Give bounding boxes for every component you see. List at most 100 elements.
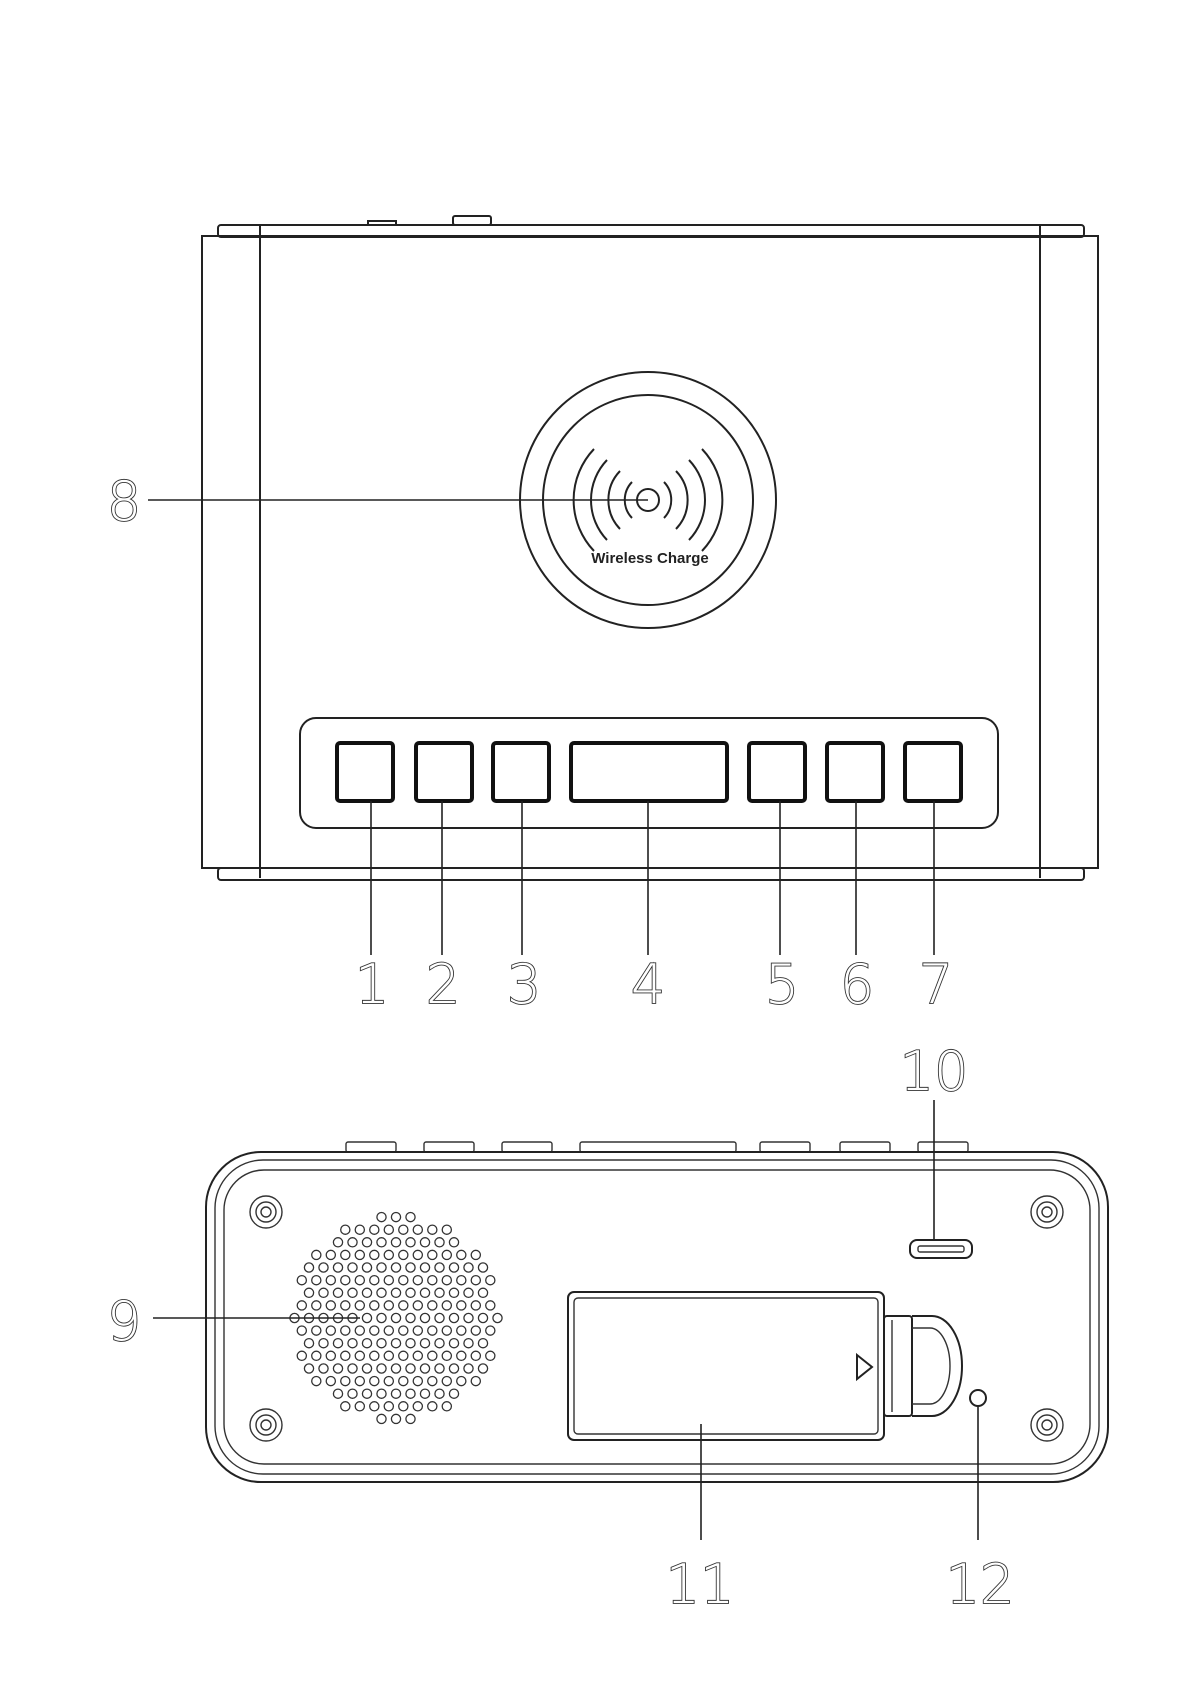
grille-hole xyxy=(377,1339,386,1348)
grille-hole xyxy=(326,1351,335,1360)
grille-hole xyxy=(457,1351,466,1360)
grille-hole xyxy=(348,1238,357,1247)
grille-hole xyxy=(406,1288,415,1297)
grille-hole xyxy=(457,1326,466,1335)
grille-hole xyxy=(406,1313,415,1322)
micro-usb-port[interactable] xyxy=(910,1240,972,1258)
cover-latch[interactable] xyxy=(884,1316,962,1416)
grille-hole xyxy=(355,1377,364,1386)
button-3[interactable] xyxy=(493,743,549,801)
grille-hole xyxy=(457,1276,466,1285)
button-4[interactable] xyxy=(571,743,727,801)
grille-hole xyxy=(348,1389,357,1398)
grille-hole xyxy=(297,1301,306,1310)
callout-3: 3 xyxy=(507,953,541,1016)
grille-hole xyxy=(391,1414,400,1423)
bottom-view xyxy=(153,1100,1108,1540)
button-6[interactable] xyxy=(827,743,883,801)
top-bump-right xyxy=(453,216,491,225)
grille-hole xyxy=(304,1364,313,1373)
edge-tab-5 xyxy=(760,1142,810,1152)
grille-hole xyxy=(486,1326,495,1335)
grille-hole xyxy=(377,1263,386,1272)
grille-hole xyxy=(355,1225,364,1234)
grille-hole xyxy=(435,1288,444,1297)
grille-hole xyxy=(442,1351,451,1360)
top-view: Wireless Charge xyxy=(148,216,1098,955)
grille-hole xyxy=(319,1288,328,1297)
button-1[interactable] xyxy=(337,743,393,801)
bottom-edge-strip xyxy=(218,868,1084,880)
grille-hole xyxy=(449,1339,458,1348)
callout-7: 7 xyxy=(919,953,953,1016)
grille-hole xyxy=(384,1301,393,1310)
grille-hole xyxy=(348,1263,357,1272)
grille-hole xyxy=(391,1364,400,1373)
grille-hole xyxy=(428,1402,437,1411)
reset-hole[interactable] xyxy=(970,1390,986,1406)
grille-hole xyxy=(297,1326,306,1335)
grille-hole xyxy=(457,1250,466,1259)
grille-hole xyxy=(370,1402,379,1411)
grille-hole xyxy=(377,1389,386,1398)
grille-hole xyxy=(399,1225,408,1234)
grille-hole xyxy=(464,1313,473,1322)
grille-hole xyxy=(362,1339,371,1348)
grille-hole xyxy=(326,1377,335,1386)
grille-hole xyxy=(377,1313,386,1322)
callout-9: 9 xyxy=(107,1290,141,1353)
callout-11: 11 xyxy=(666,1553,735,1616)
grille-hole xyxy=(399,1250,408,1259)
grille-hole xyxy=(406,1263,415,1272)
grille-hole xyxy=(297,1351,306,1360)
grille-hole xyxy=(391,1288,400,1297)
grille-hole xyxy=(370,1225,379,1234)
grille-hole xyxy=(399,1301,408,1310)
button-7[interactable] xyxy=(905,743,961,801)
grille-hole xyxy=(457,1377,466,1386)
grille-hole xyxy=(355,1326,364,1335)
grille-hole xyxy=(377,1213,386,1222)
grille-hole xyxy=(377,1288,386,1297)
grille-hole xyxy=(478,1288,487,1297)
grille-hole xyxy=(384,1276,393,1285)
grille-hole xyxy=(341,1377,350,1386)
button-5[interactable] xyxy=(749,743,805,801)
grille-hole xyxy=(420,1313,429,1322)
grille-hole xyxy=(370,1250,379,1259)
grille-hole xyxy=(413,1326,422,1335)
screw-bottom-left xyxy=(250,1409,282,1441)
grille-hole xyxy=(493,1313,502,1322)
grille-hole xyxy=(464,1364,473,1373)
grille-hole xyxy=(362,1288,371,1297)
grille-hole xyxy=(486,1276,495,1285)
grille-hole xyxy=(406,1339,415,1348)
grille-hole xyxy=(312,1301,321,1310)
grille-hole xyxy=(486,1351,495,1360)
edge-tab-4 xyxy=(580,1142,736,1152)
grille-hole xyxy=(319,1263,328,1272)
callout-5: 5 xyxy=(765,953,799,1016)
grille-hole xyxy=(457,1301,466,1310)
grille-hole xyxy=(471,1250,480,1259)
grille-hole xyxy=(420,1339,429,1348)
grille-hole xyxy=(341,1225,350,1234)
grille-hole xyxy=(442,1402,451,1411)
button-2[interactable] xyxy=(416,743,472,801)
grille-hole xyxy=(420,1288,429,1297)
callout-8: 8 xyxy=(107,470,141,533)
grille-hole xyxy=(442,1377,451,1386)
grille-hole xyxy=(312,1250,321,1259)
grille-hole xyxy=(355,1402,364,1411)
callout-2: 2 xyxy=(426,953,460,1016)
battery-cover[interactable] xyxy=(568,1292,884,1440)
grille-hole xyxy=(370,1301,379,1310)
grille-hole xyxy=(428,1351,437,1360)
bottom-body-inner xyxy=(224,1170,1090,1464)
grille-hole xyxy=(478,1263,487,1272)
grille-hole xyxy=(333,1364,342,1373)
grille-hole xyxy=(413,1301,422,1310)
grille-hole xyxy=(486,1301,495,1310)
grille-hole xyxy=(377,1238,386,1247)
bottom-body-outer xyxy=(206,1152,1108,1482)
